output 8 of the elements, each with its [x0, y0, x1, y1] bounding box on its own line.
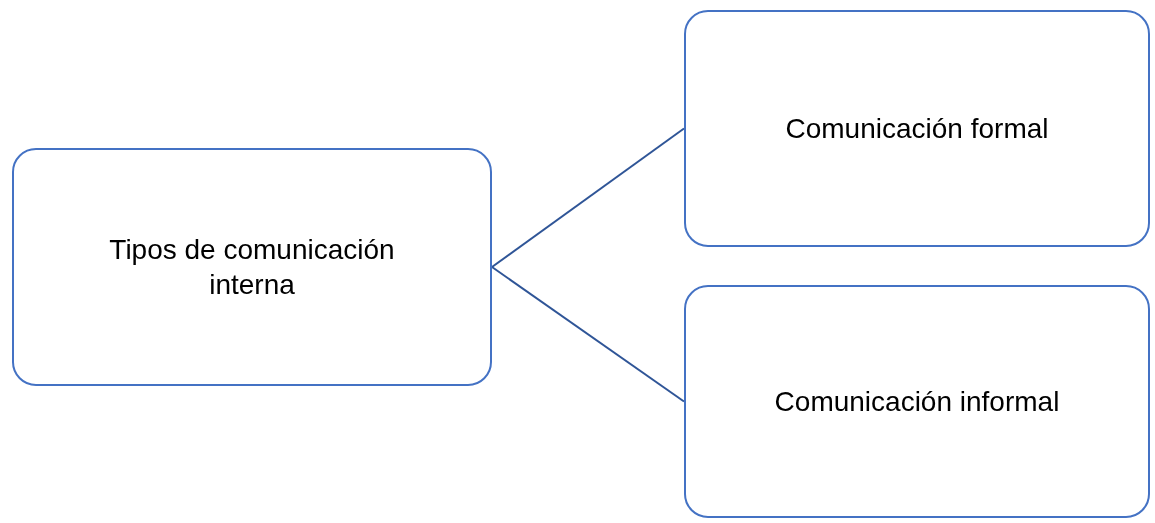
box-label: Comunicación informal: [774, 385, 1060, 419]
box-label: Tipos de comunicación interna: [108, 233, 396, 302]
process-box: [684, 10, 1150, 247]
box-label: Comunicación formal: [785, 112, 1049, 146]
connector-line: [491, 266, 685, 403]
connector-line: [491, 127, 685, 268]
process-box: [12, 148, 492, 386]
process-box: [684, 285, 1150, 518]
